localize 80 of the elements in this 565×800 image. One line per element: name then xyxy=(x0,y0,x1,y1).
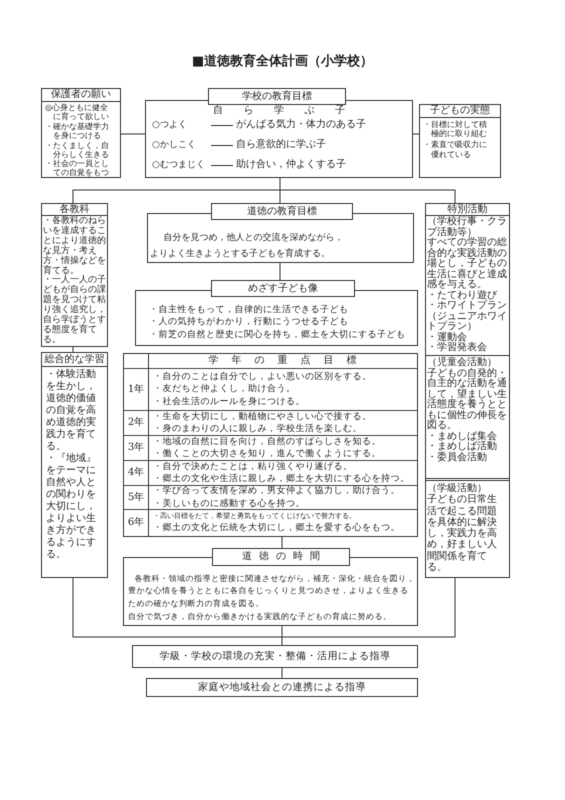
list-item: ・ホワイトプラン（ジュニアホワイトプラン） xyxy=(427,301,508,332)
goal-label: ○つよく xyxy=(152,119,187,131)
box-heading: 子どもの実態 xyxy=(420,105,500,118)
list-item: ・体験活動を生かし，道徳的価値の自覚を高め道徳的実践力を育てる。 xyxy=(46,369,97,452)
body-text: 子どもの自発的・自主的な活動を通して，望ましい生活態度を養うとともに個性の伸長を図る。 xyxy=(427,368,508,431)
goal-item: ・郷土の文化や生活に親しみ，郷土を大切にする心を持つ。 xyxy=(153,473,410,486)
goal-label: ○かしこく xyxy=(152,139,196,151)
box-heading: 総合的な学習 xyxy=(42,353,107,367)
list-item: ・人の気持ちがわかり，行動にうつせる子ども xyxy=(149,316,350,330)
list-item: ・たくましく，自分らしく生きる xyxy=(45,140,110,159)
table-row xyxy=(124,410,417,435)
grade-label: 4年 xyxy=(128,467,144,479)
goal-item: ・美しいものに感動する心を持つ。 xyxy=(153,498,305,510)
connector-line xyxy=(282,578,456,646)
list-item: ・前芝の自然と歴史に関心を持ち，郷土を大切にする子ども xyxy=(149,329,406,342)
goal-text: 助け合い，仲よくする子 xyxy=(236,159,346,171)
body-text: 自分で気づき，自分から働きかける実践的な子どもの育成に努める。 xyxy=(128,610,392,623)
body-text: 自分を見つめ，他人との交流を深めながら，よりよく生きようとする子どもを育成する。 xyxy=(150,232,344,261)
list-item: ・委員会活動 xyxy=(427,452,488,463)
goal-item: ・自分のことは自分でし，よい悪いの区別をする。 xyxy=(153,370,372,384)
goal-item: ・働くことの大切さを知り，進んで働くようにする。 xyxy=(153,448,381,460)
info-box xyxy=(419,104,501,178)
box-heading: 保護者の願い xyxy=(42,89,120,102)
info-box xyxy=(41,352,108,578)
motto: 自ら学ぶ子 xyxy=(213,105,345,117)
goal-label: ○むつまじく xyxy=(152,159,205,171)
grade-label: 3年 xyxy=(128,442,144,454)
connector-line xyxy=(280,178,456,204)
heading-tab: 道徳の時間 xyxy=(212,548,350,566)
list-item: ・各教科のねらいを達成することにより道徳的な見方・考え方・情操などを育てる。 xyxy=(43,217,106,276)
list-item: ・社会の一員としての自覚をもつ xyxy=(45,159,110,178)
goal-item: ・友だちと仲よくし，助け合う。 xyxy=(153,383,296,396)
list-item: ・確かな基礎学力を身につける xyxy=(45,122,110,140)
guidance-bar: 学級・学校の環境の充実・整備・活用による指導 xyxy=(132,645,418,668)
table-row xyxy=(124,460,417,485)
activity-box xyxy=(425,203,510,578)
table-heading: 学年の重点目標 xyxy=(208,354,356,368)
goal-text: 自ら意欲的に学ぶ子 xyxy=(236,139,326,151)
title: ■道徳教育全体計画（小学校） xyxy=(192,54,374,69)
list-item: ・目標に対して積極的に取り組む xyxy=(423,120,488,138)
box-heading: 各教科 xyxy=(42,204,107,216)
connector-line xyxy=(72,346,74,352)
goal-item: ・郷土の文化と伝統を大切にし，郷土を愛する心をもつ。 xyxy=(153,522,400,535)
heading-tab: めざす子ども像 xyxy=(211,280,355,297)
subheading: （学級活動） xyxy=(427,483,487,494)
list-item: ・運動会 xyxy=(427,332,467,342)
goal-item: ・学び合って友情を深め，男女仲よく協力し，助け合う。 xyxy=(153,485,400,498)
list-item: ・素直で吸収力に優れている xyxy=(423,140,488,159)
goals-table xyxy=(123,353,418,537)
table-row xyxy=(124,485,417,509)
list-item: ・学習発表会 xyxy=(427,343,488,354)
subheading: （児童会活動） xyxy=(427,358,498,368)
body-text: 子どもの日常生活で起こる問題を具体的に解決し，実践力を高め，好ましい人間関係を育てる。 xyxy=(427,494,498,574)
heading-tab: 道徳の教育目標 xyxy=(211,203,353,220)
grade-label: 1年 xyxy=(128,384,144,396)
subheading: （学校行事・クラブ活動等） xyxy=(427,217,508,238)
box-heading: 特別活動 xyxy=(446,204,488,215)
list-item: ・『地域』をテーマに自然や人との関わりを大切にし，よりよい生き方ができるようにする。 xyxy=(46,453,97,561)
body-text: 各教科・領域の指導と密接に関連させながら，補充・深化・統合を図り，豊かな心情を養うとともに各自をじっくりと見つめさせ，よりよく生きるための確かな判断力の育成を図る。 xyxy=(128,572,416,610)
goal-item: ・自分で決めたことは，粘り強くやり遂げる。 xyxy=(153,460,352,473)
list-item: ・一人一人の子どもが自らの課題を見つけて粘り強く追究し，自ら学ぼうとする態度を育てる。 xyxy=(43,276,106,346)
goal-item: ・生命を大切にし，動植物にやさしい心で接する。 xyxy=(153,410,372,423)
list-item: ◎心身ともに健全に育って欲しい xyxy=(45,103,110,121)
table-row xyxy=(124,435,417,460)
goal-item: ・身のまわりの人に親しみ，学校生活を楽しむ。 xyxy=(153,423,362,436)
grade-label: 6年 xyxy=(128,517,144,529)
goal-item: ・社会生活のルールを身につける。 xyxy=(153,396,305,408)
list-item: ・自主性をもって，自律的に生活できる子ども xyxy=(149,304,350,316)
heading-tab: 学校の教育目標 xyxy=(208,88,346,105)
body-text: すべての学習の総合的な実践活動の場とし，子どもの生活に喜びと達成感を与える。 xyxy=(427,238,508,290)
list-item: ・たてわり遊び xyxy=(427,290,498,300)
guidance-bar: 家庭や地域社会との連携による指導 xyxy=(146,678,418,697)
info-box xyxy=(41,203,108,347)
list-item: ・まめしば集会 xyxy=(427,432,498,442)
grade-label: 5年 xyxy=(128,492,144,504)
list-item: ・まめしば活動 xyxy=(427,442,498,452)
goal-item: ・地域の自然に目を向け，自然のすばらしさを知る。 xyxy=(153,436,381,448)
info-box xyxy=(41,88,121,178)
goal-text: がんばる気力・体力のある子 xyxy=(236,119,366,131)
grade-label: 2年 xyxy=(128,417,144,429)
